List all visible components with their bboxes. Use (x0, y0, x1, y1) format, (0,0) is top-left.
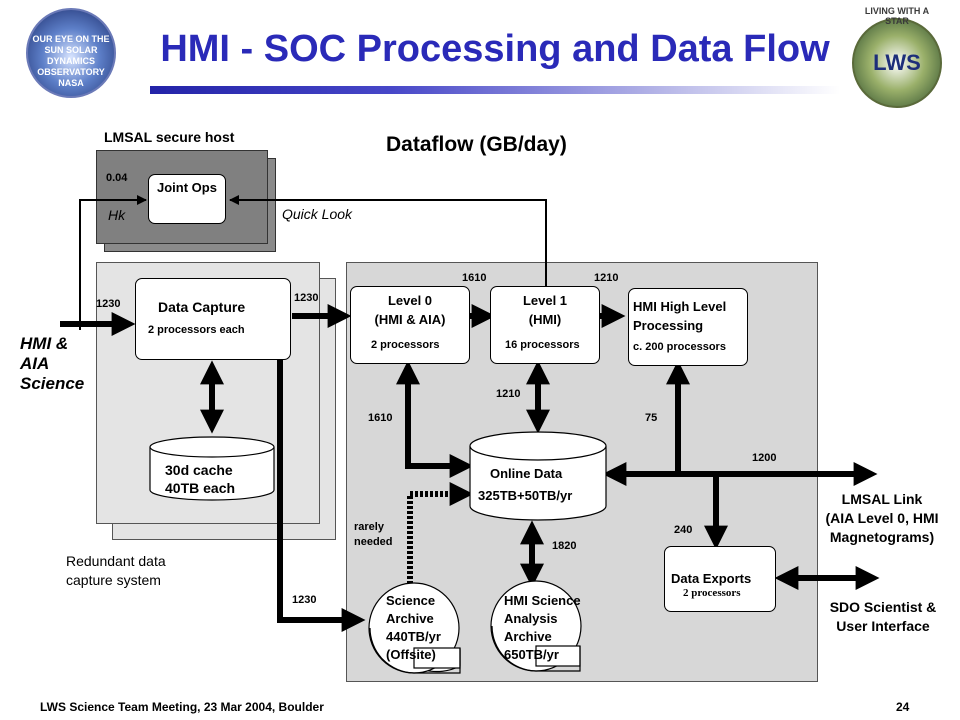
quick-look-label: Quick Look (282, 206, 353, 222)
joint-ops-label: Joint Ops (157, 180, 217, 195)
science-archive-shape (368, 582, 461, 674)
level1-title: Level 1 (HMI) (522, 293, 568, 327)
sdo-scientist-label: SDO Scientist & User Interface (829, 599, 937, 634)
level0-title: Level 0 (HMI & AIA) (374, 293, 446, 327)
redundant-note: Redundant data capture system (66, 553, 166, 588)
data-exports-box[interactable]: Data Exports 2 processors (664, 546, 776, 612)
rate-archive: 1230 (292, 594, 317, 606)
hmi-aia-science-label: HMI & AIA Science (20, 334, 85, 393)
rate-l1-high: 1210 (594, 272, 619, 284)
sdo-logo: OUR EYE ON THE SUN SOLAR DYNAMICS OBSERV… (26, 8, 116, 98)
rate-joint-ops: 0.04 (106, 172, 128, 184)
data-exports-title: Data Exports (671, 571, 752, 586)
hmi-high-level-processors: c. 200 processors (633, 341, 726, 353)
online-data-capacity: 325TB+50TB/yr (478, 488, 573, 503)
joint-ops-box[interactable]: Joint Ops (148, 174, 226, 224)
online-science-archive-line (407, 482, 474, 584)
lws-center-text: LWS (873, 50, 921, 75)
quick-look-line (229, 195, 547, 290)
hk-line (79, 195, 147, 330)
rate-lmsal: 1200 (752, 452, 777, 464)
rate-exports: 240 (674, 524, 693, 536)
rarely-needed-note: rarely needed (354, 521, 393, 548)
cache-cylinder (149, 436, 275, 501)
rate-high-online: 75 (645, 412, 658, 424)
hmi-high-level-title: HMI High Level Processing (633, 299, 727, 333)
data-capture-title: Data Capture (158, 299, 246, 315)
online-data-cylinder (469, 431, 607, 521)
lws-ring-text: LIVING WITH A STAR (864, 6, 930, 26)
data-capture-processors: 2 processors each (148, 324, 245, 336)
data-capture-box[interactable]: Data Capture 2 processors each (135, 278, 291, 360)
science-archive-title: Science Archive 440TB/yr (Offsite) (386, 593, 441, 662)
l0-online-line (396, 360, 474, 478)
footer-meeting: LWS Science Team Meeting, 23 Mar 2004, B… (40, 700, 324, 714)
hmi-high-level-box[interactable]: HMI High Level Processing c. 200 process… (628, 288, 748, 366)
dataflow-subtitle: Dataflow (GB/day) (386, 133, 567, 156)
footer-page-number: 24 (896, 700, 910, 714)
lws-logo: LIVING WITH A STAR LWS (852, 6, 942, 108)
rate-hmi-archive: 1820 (552, 540, 577, 552)
lmsal-link-label: LMSAL Link (AIA Level 0, HMI Magnetogram… (825, 491, 939, 545)
online-data-title: Online Data (490, 466, 563, 481)
hmi-archive-title: HMI Science Analysis Archive 650TB/yr (504, 593, 581, 662)
data-exports-processors: 2 processors (683, 587, 741, 599)
rate-l1-online: 1210 (496, 388, 521, 400)
page-title: HMI - SOC Processing and Data Flow (160, 28, 830, 70)
secure-host-label: LMSAL secure host (104, 129, 235, 145)
hmi-archive-shape (490, 580, 582, 672)
capture-to-archive-line (277, 360, 366, 632)
level0-processors: 2 processors (371, 339, 440, 351)
hk-label: Hk (108, 207, 126, 223)
title-underline (150, 86, 840, 94)
rate-capture-out: 1230 (294, 292, 319, 304)
level1-processors: 16 processors (505, 339, 580, 351)
sdo-logo-text: OUR EYE ON THE SUN SOLAR DYNAMICS OBSERV… (32, 34, 110, 88)
rate-l0-l1: 1610 (462, 272, 487, 284)
rate-capture-in: 1230 (96, 298, 121, 310)
rate-l0-online: 1610 (368, 412, 393, 424)
level1-box[interactable]: Level 1 (HMI) 16 processors (490, 286, 600, 364)
cache-label: 30d cache 40TB each (165, 462, 236, 496)
level0-box[interactable]: Level 0 (HMI & AIA) 2 processors (350, 286, 470, 364)
